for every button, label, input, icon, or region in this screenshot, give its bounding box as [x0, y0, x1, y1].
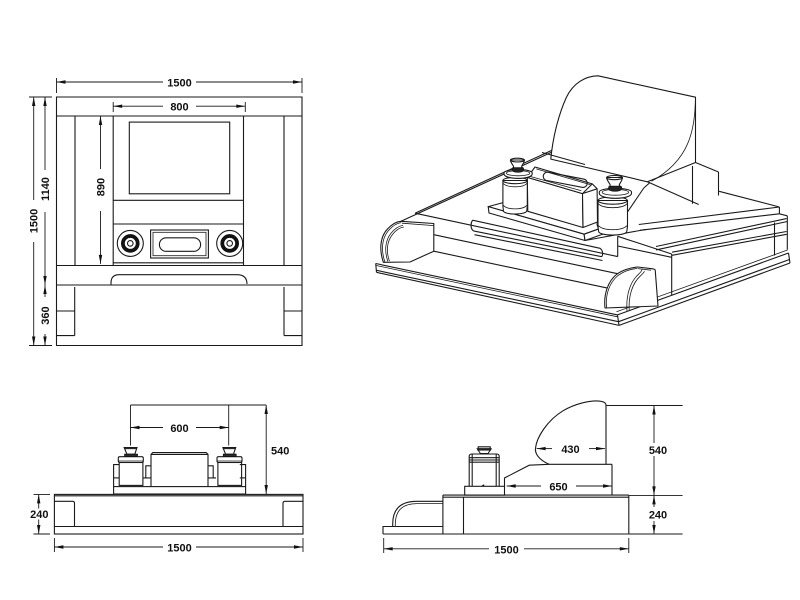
svg-text:240: 240: [649, 509, 667, 521]
svg-text:540: 540: [649, 445, 667, 457]
svg-text:800: 800: [170, 102, 188, 114]
svg-text:360: 360: [40, 306, 52, 324]
svg-text:890: 890: [96, 178, 108, 196]
svg-text:650: 650: [549, 482, 567, 494]
svg-text:240: 240: [30, 509, 48, 521]
svg-text:1500: 1500: [494, 544, 518, 556]
svg-text:1500: 1500: [167, 78, 191, 90]
svg-text:540: 540: [271, 446, 289, 458]
svg-text:1140: 1140: [40, 177, 52, 201]
svg-text:430: 430: [561, 444, 579, 456]
svg-text:1500: 1500: [29, 209, 41, 233]
svg-text:1500: 1500: [167, 543, 191, 555]
svg-text:600: 600: [170, 423, 188, 435]
